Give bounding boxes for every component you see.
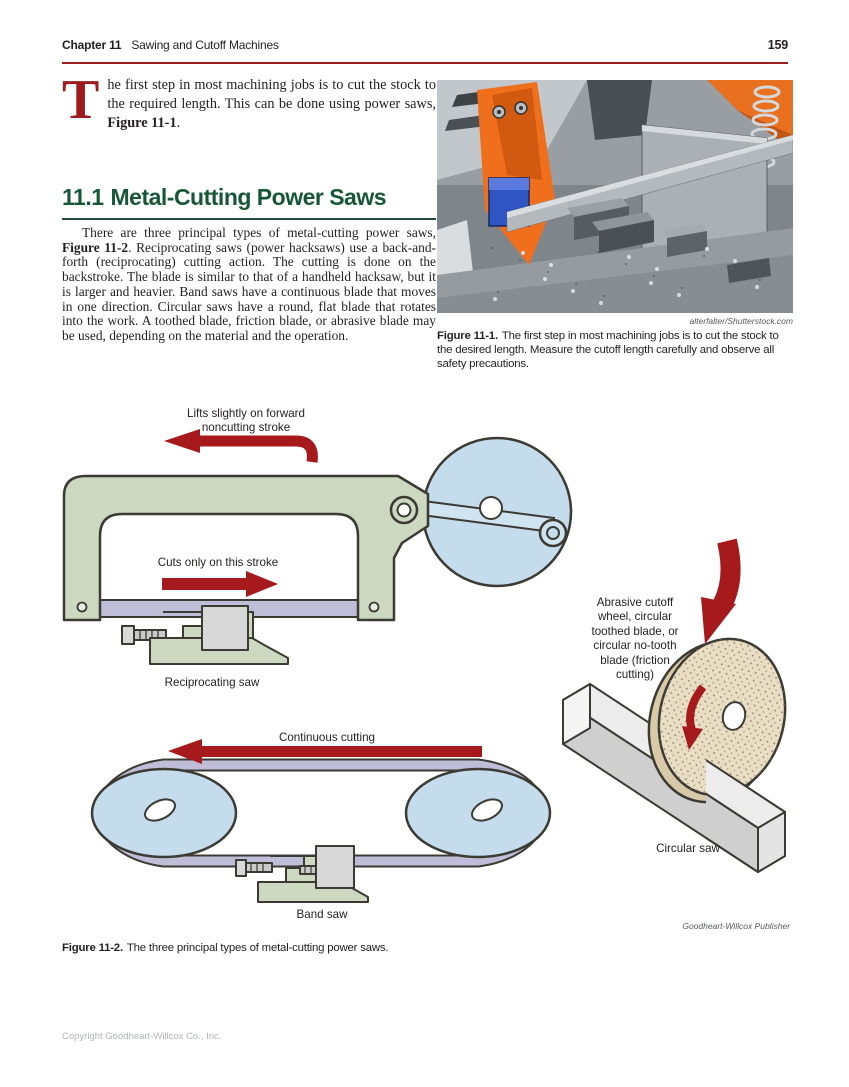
abrasive-disc: [647, 637, 787, 804]
lift-arrow: [164, 429, 318, 463]
hacksaw-frame: [62, 474, 430, 622]
band-saw-label: Band saw: [297, 908, 349, 921]
band-saw-drawing: Continuous cutting Band saw: [90, 731, 552, 921]
machine-column: [587, 80, 652, 140]
circular-saw-label: Circular saw: [656, 842, 720, 855]
lift-label-line2: noncutting stroke: [202, 421, 290, 434]
section-number: 11.1: [62, 184, 104, 210]
circular-saw-drawing: Abrasive cutoff wheel, circular toothed …: [562, 538, 787, 873]
figure-11-2-credit: Goodheart-Willcox Publisher: [682, 921, 790, 931]
abrasive-label-line5: blade (friction: [600, 654, 670, 667]
body-paragraph: There are three principal types of metal…: [62, 225, 436, 344]
copyright-notice: Copyright Goodheart-Willcox Co., Inc.: [62, 1031, 222, 1042]
abrasive-label-line6: cutting): [616, 668, 654, 681]
figure-11-2-reference: Figure 11-2: [62, 239, 129, 255]
figure-11-1-photo: [437, 80, 793, 313]
orange-frame-right: [707, 80, 793, 135]
band-saw-vise: [235, 845, 369, 903]
reciprocating-saw-label: Reciprocating saw: [165, 676, 260, 689]
lift-label-line1: Lifts slightly on forward: [187, 407, 305, 420]
metal-chips: [491, 247, 761, 305]
figure-11-2-diagram: Lifts slightly on forward noncutting str…: [62, 407, 787, 921]
rotation-arrow: [682, 684, 707, 750]
chapter-title: Sawing and Cutoff Machines: [131, 38, 279, 52]
page-header: Chapter 11 Sawing and Cutoff Machines 159: [62, 38, 788, 52]
feed-arrow: [701, 538, 741, 644]
cut-stroke-arrow: [162, 571, 278, 597]
chapter-label: Chapter 11: [62, 38, 122, 52]
intro-text: he first step in most machining jobs is …: [107, 77, 436, 112]
figure-11-1-reference: Figure 11-1: [107, 115, 177, 131]
metal-bars: [567, 198, 771, 283]
figure-11-1-label: Figure 11-1.: [437, 330, 498, 342]
section-title: Metal-Cutting Power Saws: [110, 184, 387, 210]
figure-11-1-credit: alterfalter/Shutterstock.com: [689, 316, 793, 326]
abrasive-label-line3: toothed blade, or: [591, 625, 678, 638]
figure-11-2-label: Figure 11-2.: [62, 942, 123, 954]
figure-11-1-caption: Figure 11-1.The first step in most machi…: [437, 330, 779, 371]
continuous-cutting-label: Continuous cutting: [279, 731, 375, 744]
reciprocating-vise: [121, 605, 289, 665]
vise-workpiece: [315, 845, 355, 889]
abrasive-label-line1: Abrasive cutoff: [597, 596, 674, 609]
figure-11-2-caption: Figure 11-2.The three principal types of…: [62, 942, 389, 954]
abrasive-label-line4: circular no-tooth: [593, 639, 676, 652]
continuous-cutting-arrow: [168, 739, 482, 764]
page-number: 159: [767, 38, 788, 52]
vise-workpiece: [201, 605, 249, 651]
workpiece-bar-front: [706, 758, 786, 873]
abrasive-label-line2: wheel, circular: [597, 610, 672, 623]
drop-cap: T: [62, 69, 100, 131]
cut-stroke-label: Cuts only on this stroke: [158, 556, 279, 569]
header-rule: [62, 62, 788, 64]
reciprocating-saw-drawing: Lifts slightly on forward noncutting str…: [62, 407, 573, 689]
